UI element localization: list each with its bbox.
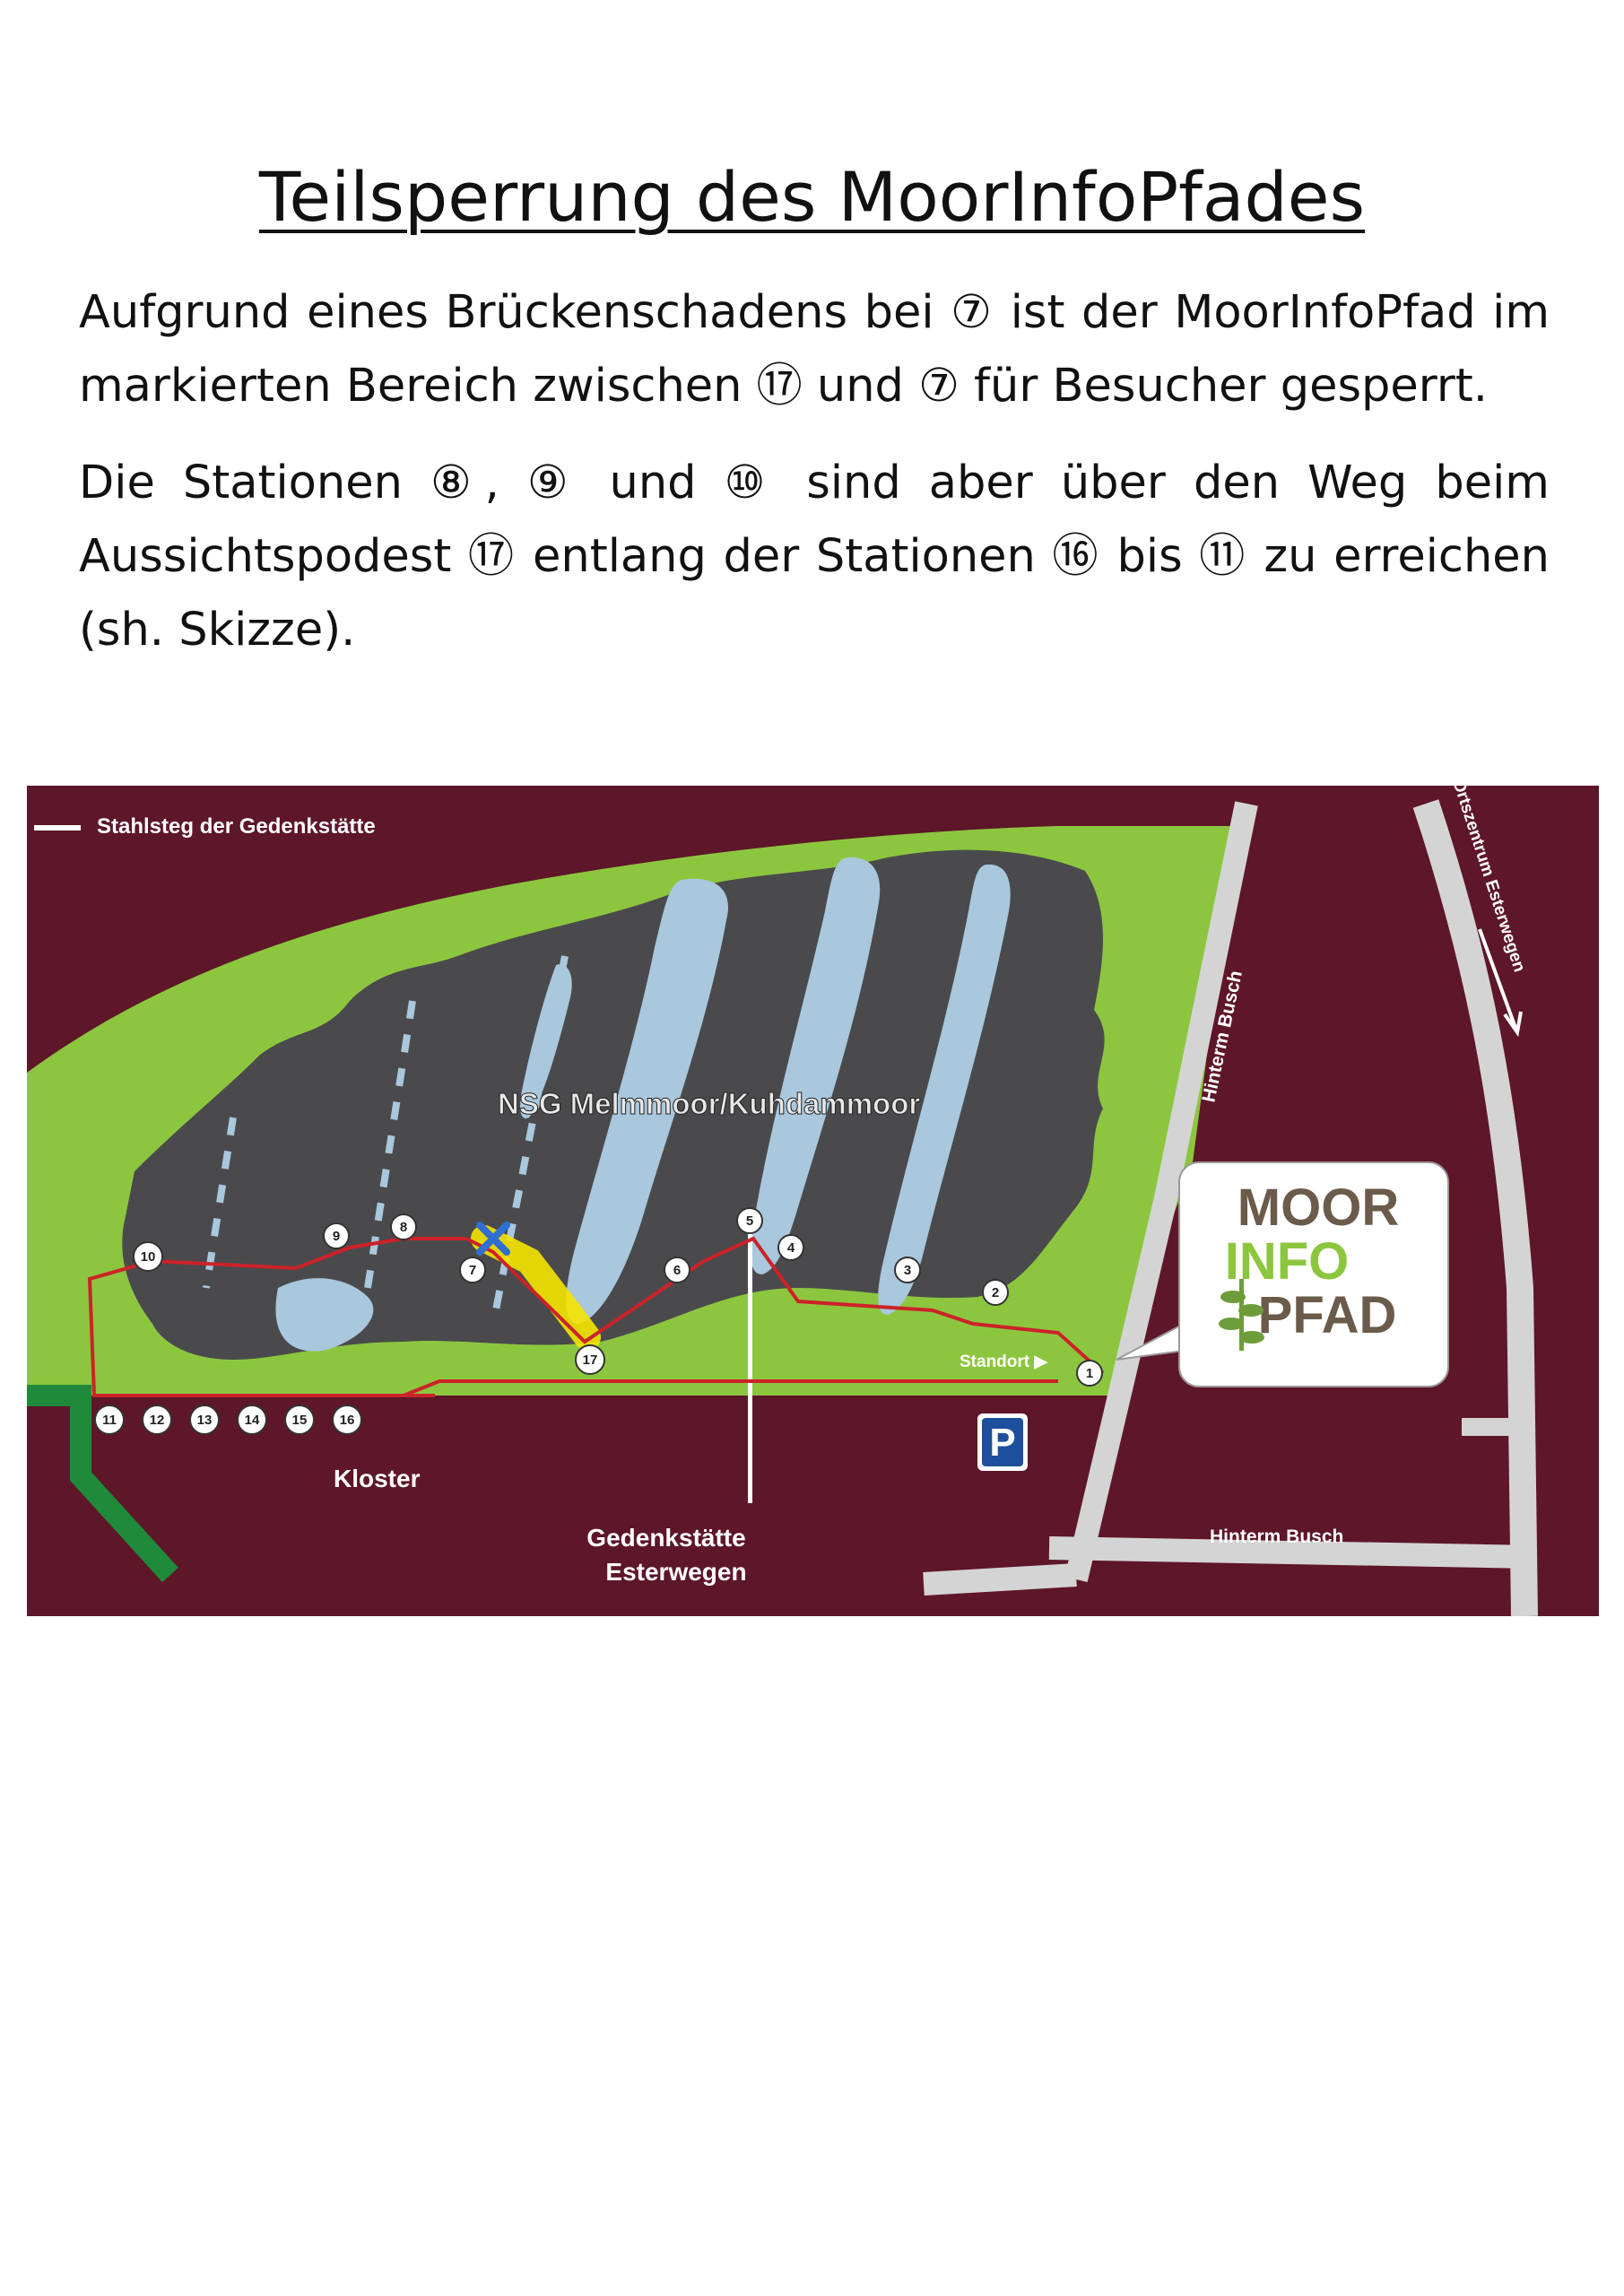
station-8: 8: [390, 1213, 417, 1240]
station-15: 15: [284, 1405, 315, 1435]
meadow-strip: [27, 1360, 1121, 1396]
ortszentrum-arrow: [1478, 928, 1523, 1038]
svg-text:7: 7: [469, 1263, 476, 1278]
road-ortszentrum: [1412, 799, 1538, 1616]
legend-line: [34, 825, 81, 831]
water-channel-2: [751, 857, 881, 1274]
svg-text:12: 12: [150, 1413, 165, 1428]
svg-text:11: 11: [102, 1413, 117, 1428]
trail-map: Stahlsteg der Gedenkstätte 1 2 3 4 5 6 7…: [27, 786, 1599, 1616]
svg-text:8: 8: [400, 1220, 407, 1235]
logo-line-pfad: PFAD: [1258, 1286, 1397, 1344]
ditch-2: [203, 1117, 237, 1289]
station-3: 3: [894, 1257, 921, 1283]
paragraph-closure-notice: Aufgrund eines Brückenschadens bei ⑦ ist…: [79, 286, 1550, 413]
road-label-bottom: Hinterm Busch: [1210, 1526, 1343, 1547]
stahlsteg-walkway: [27, 1385, 178, 1583]
station-1: 1: [1076, 1360, 1103, 1387]
gedenkstaette-path: [748, 1225, 752, 1503]
parking-icon: P: [989, 1421, 1015, 1465]
standort-label: Standort ▶: [960, 1352, 1048, 1371]
svg-text:3: 3: [904, 1263, 911, 1278]
station-9: 9: [323, 1222, 350, 1249]
document-title: Teilsperrung des MoorInfoPfades: [0, 160, 1624, 235]
svg-text:4: 4: [787, 1240, 795, 1256]
station-11: 11: [94, 1405, 125, 1435]
station-12: 12: [142, 1405, 172, 1435]
svg-text:13: 13: [197, 1413, 213, 1428]
svg-text:5: 5: [746, 1213, 753, 1229]
station-7: 7: [459, 1257, 486, 1283]
moor-label: NSG Melmmoor/Kuhdammoor: [498, 1087, 920, 1120]
svg-text:9: 9: [333, 1229, 340, 1244]
road-bottom-left: [923, 1563, 1077, 1596]
station-10: 10: [133, 1241, 163, 1272]
svg-text:1: 1: [1086, 1366, 1093, 1381]
station-4: 4: [777, 1234, 804, 1261]
closure-x-mark: [476, 1222, 510, 1256]
station-6: 6: [664, 1257, 690, 1283]
svg-text:16: 16: [340, 1413, 355, 1428]
svg-text:2: 2: [992, 1285, 999, 1300]
moorinfopfad-logo: MOOR INFO PFAD: [1116, 1161, 1449, 1387]
svg-text:14: 14: [245, 1413, 260, 1428]
kloster-label: Kloster: [334, 1465, 421, 1492]
station-markers: 1 2 3 4 5 6 7 8 9 10 17 11 12 13 14 15 1…: [94, 1207, 1103, 1435]
road-hinterm-busch-vertical: [1064, 801, 1258, 1582]
logo-plant-icon: [1219, 1279, 1264, 1351]
station-16: 16: [332, 1405, 362, 1435]
station-5: 5: [736, 1207, 763, 1234]
water-channel-1: [566, 878, 728, 1324]
parking-sign: P: [977, 1413, 1028, 1471]
svg-text:17: 17: [583, 1352, 598, 1368]
logo-line-info: INFO: [1225, 1232, 1350, 1291]
document-title-text: Teilsperrung des MoorInfoPfades: [258, 157, 1366, 237]
gedenkstaette-label-line1: Gedenkstätte: [586, 1524, 745, 1552]
ditch-1: [364, 1000, 416, 1289]
svg-text:10: 10: [141, 1249, 156, 1265]
station-13: 13: [189, 1405, 220, 1435]
paragraph-alternative-route: Die Stationen ⑧, ⑨ und ⑩ sind aber über …: [79, 457, 1550, 657]
svg-text:6: 6: [673, 1263, 681, 1278]
gedenkstaette-label-line2: Esterwegen: [605, 1558, 746, 1586]
road-hinterm-busch-bottom: [1048, 1536, 1534, 1569]
svg-text:15: 15: [292, 1413, 308, 1428]
logo-line-moor: MOOR: [1238, 1178, 1399, 1237]
station-14: 14: [237, 1405, 267, 1435]
station-2: 2: [982, 1279, 1009, 1306]
water-pond-left: [275, 1278, 374, 1352]
legend-label: Stahlsteg der Gedenkstätte: [97, 814, 376, 839]
water-channel-3: [878, 864, 1011, 1315]
station-17: 17: [575, 1344, 605, 1375]
